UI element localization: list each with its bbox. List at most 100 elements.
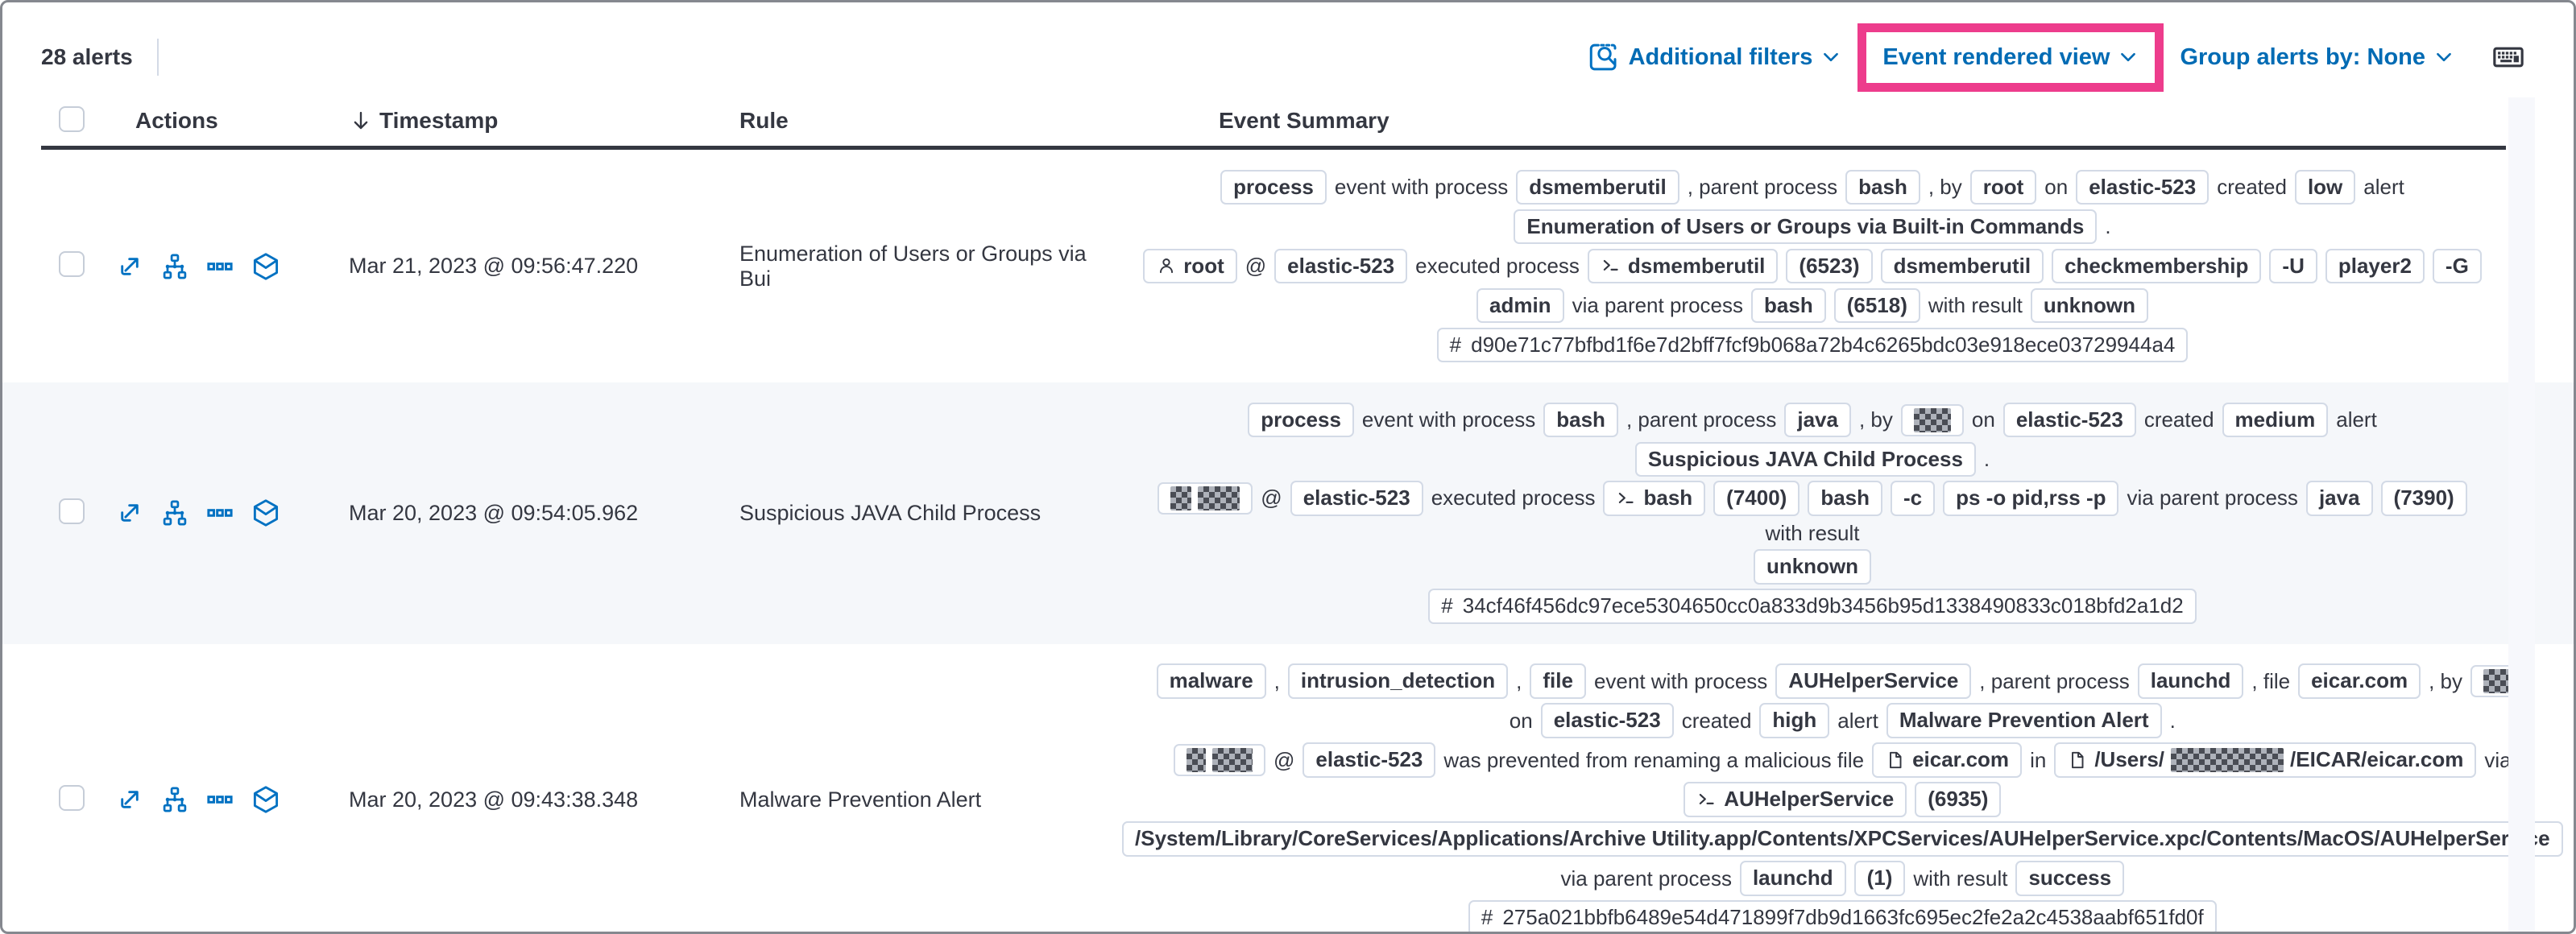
summary-badge[interactable]: unknown: [2030, 287, 2148, 324]
summary-badge[interactable]: launchd: [1739, 861, 1846, 897]
summary-badge[interactable]: eicar.com: [1872, 742, 2023, 779]
summary-badge[interactable]: [1174, 744, 1265, 777]
summary-badge[interactable]: dsmemberutil: [1880, 248, 2044, 284]
more-actions-button[interactable]: [205, 785, 234, 814]
badge-text: AUHelperService: [1724, 787, 1895, 812]
summary-badge[interactable]: /System/Library/CoreServices/Application…: [1122, 821, 2563, 858]
more-actions-button[interactable]: [205, 498, 234, 527]
summary-badge[interactable]: (6518): [1833, 287, 1920, 324]
summary-badge[interactable]: (6523): [1786, 248, 1873, 284]
keyboard-shortcuts-button[interactable]: [2491, 40, 2525, 74]
summary-badge[interactable]: process: [1220, 169, 1327, 205]
timestamp-cell: Mar 21, 2023 @ 09:56:47.220: [349, 254, 639, 278]
summary-badge[interactable]: elastic-523: [2076, 169, 2209, 205]
summary-badge[interactable]: elastic-523: [1540, 703, 1674, 739]
event-summary-header: Event Summary: [1219, 108, 1389, 133]
summary-badge[interactable]: -c: [1891, 481, 1936, 516]
group-alerts-by-button[interactable]: Group alerts by: None: [2180, 44, 2454, 71]
summary-badge[interactable]: -U: [2269, 248, 2317, 284]
badge-text: bash: [1643, 486, 1693, 510]
hash-icon: #: [1481, 905, 1493, 930]
event-rendered-view-button[interactable]: Event rendered view: [1882, 44, 2139, 71]
summary-badge[interactable]: Malware Prevention Alert: [1886, 703, 2162, 739]
summary-line: Suspicious JAVA Child Process.: [1122, 441, 2503, 477]
summary-badge[interactable]: bash: [1751, 287, 1826, 324]
summary-badge[interactable]: low: [2294, 169, 2356, 205]
investigate-in-timeline-button[interactable]: [251, 784, 281, 815]
summary-badge[interactable]: (1): [1853, 861, 1906, 897]
summary-badge[interactable]: java: [1784, 402, 1851, 438]
badge-text: dsmemberutil: [1893, 253, 2031, 278]
summary-badge[interactable]: elastic-523: [2002, 402, 2136, 438]
investigate-in-timeline-button[interactable]: [251, 251, 281, 282]
expand-alert-button[interactable]: [115, 252, 144, 281]
summary-badge[interactable]: unknown: [1753, 549, 1872, 585]
summary-badge[interactable]: [1900, 403, 1964, 436]
expand-alert-button[interactable]: [115, 785, 144, 814]
summary-badge[interactable]: checkmembership: [2052, 248, 2262, 284]
row-checkbox[interactable]: [59, 251, 85, 277]
summary-badge[interactable]: admin: [1476, 287, 1564, 324]
rule-name[interactable]: Malware Prevention Alert: [739, 787, 982, 812]
summary-badge[interactable]: root: [1969, 169, 2037, 205]
table-header: Actions Timestamp Rule Event Summary: [2, 96, 2574, 146]
badge-text: elastic-523: [1302, 486, 1410, 510]
summary-badge[interactable]: #34cf46f456dc97ece5304650cc0a833d9b3456b…: [1428, 589, 2197, 625]
more-actions-button[interactable]: [205, 252, 234, 281]
summary-badge[interactable]: Enumeration of Users or Groups via Built…: [1514, 209, 2098, 245]
summary-badge[interactable]: player2: [2325, 248, 2425, 284]
summary-badge[interactable]: (7400): [1713, 481, 1800, 516]
rule-name[interactable]: Enumeration of Users or Groups via Bui: [739, 241, 1087, 291]
inspect-button[interactable]: [1587, 40, 1621, 74]
summary-badge[interactable]: eicar.com: [2298, 663, 2421, 700]
summary-badge[interactable]: elastic-523: [1274, 248, 1408, 284]
summary-badge[interactable]: file: [1530, 663, 1586, 700]
summary-badge[interactable]: root: [1143, 248, 1237, 284]
summary-badge[interactable]: Suspicious JAVA Child Process: [1634, 441, 1976, 477]
investigate-in-timeline-button[interactable]: [251, 498, 281, 528]
summary-badge[interactable]: (6935): [1915, 782, 2002, 818]
row-checkbox[interactable]: [59, 498, 85, 524]
summary-badge[interactable]: bash: [1543, 402, 1618, 438]
analyze-event-button[interactable]: [160, 498, 189, 527]
summary-badge[interactable]: bash: [1808, 481, 1883, 516]
summary-badge[interactable]: ps -o pid,rss -p: [1943, 481, 2119, 516]
badge-text: dsmemberutil: [1529, 174, 1667, 199]
summary-badge[interactable]: AUHelperService: [1775, 663, 1972, 700]
rule-name[interactable]: Suspicious JAVA Child Process: [739, 500, 1042, 525]
analyze-event-button[interactable]: [160, 252, 189, 281]
summary-badge[interactable]: #275a021bbfb6489e54d471899f7db9d1663fc69…: [1468, 900, 2217, 932]
summary-badge[interactable]: elastic-523: [1290, 481, 1423, 516]
summary-badge[interactable]: (7390): [2380, 481, 2467, 516]
badge-text: unknown: [1766, 554, 1859, 579]
summary-badge[interactable]: success: [2015, 861, 2125, 897]
summary-badge[interactable]: intrusion_detection: [1287, 663, 1509, 700]
summary-text: , by: [2429, 668, 2462, 693]
summary-badge[interactable]: elastic-523: [1302, 742, 1436, 779]
terminal-icon: [1616, 488, 1637, 509]
summary-badge[interactable]: high: [1759, 703, 1830, 739]
summary-badge[interactable]: dsmemberutil: [1516, 169, 1679, 205]
summary-badge[interactable]: -G: [2432, 248, 2482, 284]
summary-badge[interactable]: AUHelperService: [1684, 782, 1907, 818]
summary-badge[interactable]: launchd: [2137, 663, 2244, 700]
summary-badge[interactable]: medium: [2222, 402, 2329, 438]
summary-badge[interactable]: malware: [1156, 663, 1266, 700]
select-all-checkbox[interactable]: [59, 105, 85, 132]
summary-badge[interactable]: #d90e71c77bfbd1f6e7d2bff7fcf9b068a72b4c6…: [1436, 327, 2189, 363]
summary-text: with result: [1928, 293, 2023, 317]
additional-filters-button[interactable]: Additional filters: [1629, 44, 1842, 71]
expand-alert-button[interactable]: [115, 498, 144, 527]
timestamp-cell: Mar 20, 2023 @ 09:43:38.348: [349, 787, 639, 812]
row-checkbox[interactable]: [59, 784, 85, 811]
summary-badge[interactable]: dsmemberutil: [1587, 248, 1779, 284]
summary-badge[interactable]: bash: [1845, 169, 1920, 205]
analyze-event-button[interactable]: [160, 785, 189, 814]
timestamp-header[interactable]: Timestamp: [349, 108, 739, 134]
summary-badge[interactable]: java: [2305, 481, 2373, 516]
summary-badge[interactable]: [1158, 481, 1253, 515]
summary-badge[interactable]: bash: [1603, 481, 1706, 516]
summary-badge[interactable]: /Users//EICAR/eicar.com: [2054, 742, 2477, 779]
summary-badge[interactable]: process: [1248, 402, 1354, 438]
vertical-scrollbar[interactable]: [2508, 97, 2535, 932]
